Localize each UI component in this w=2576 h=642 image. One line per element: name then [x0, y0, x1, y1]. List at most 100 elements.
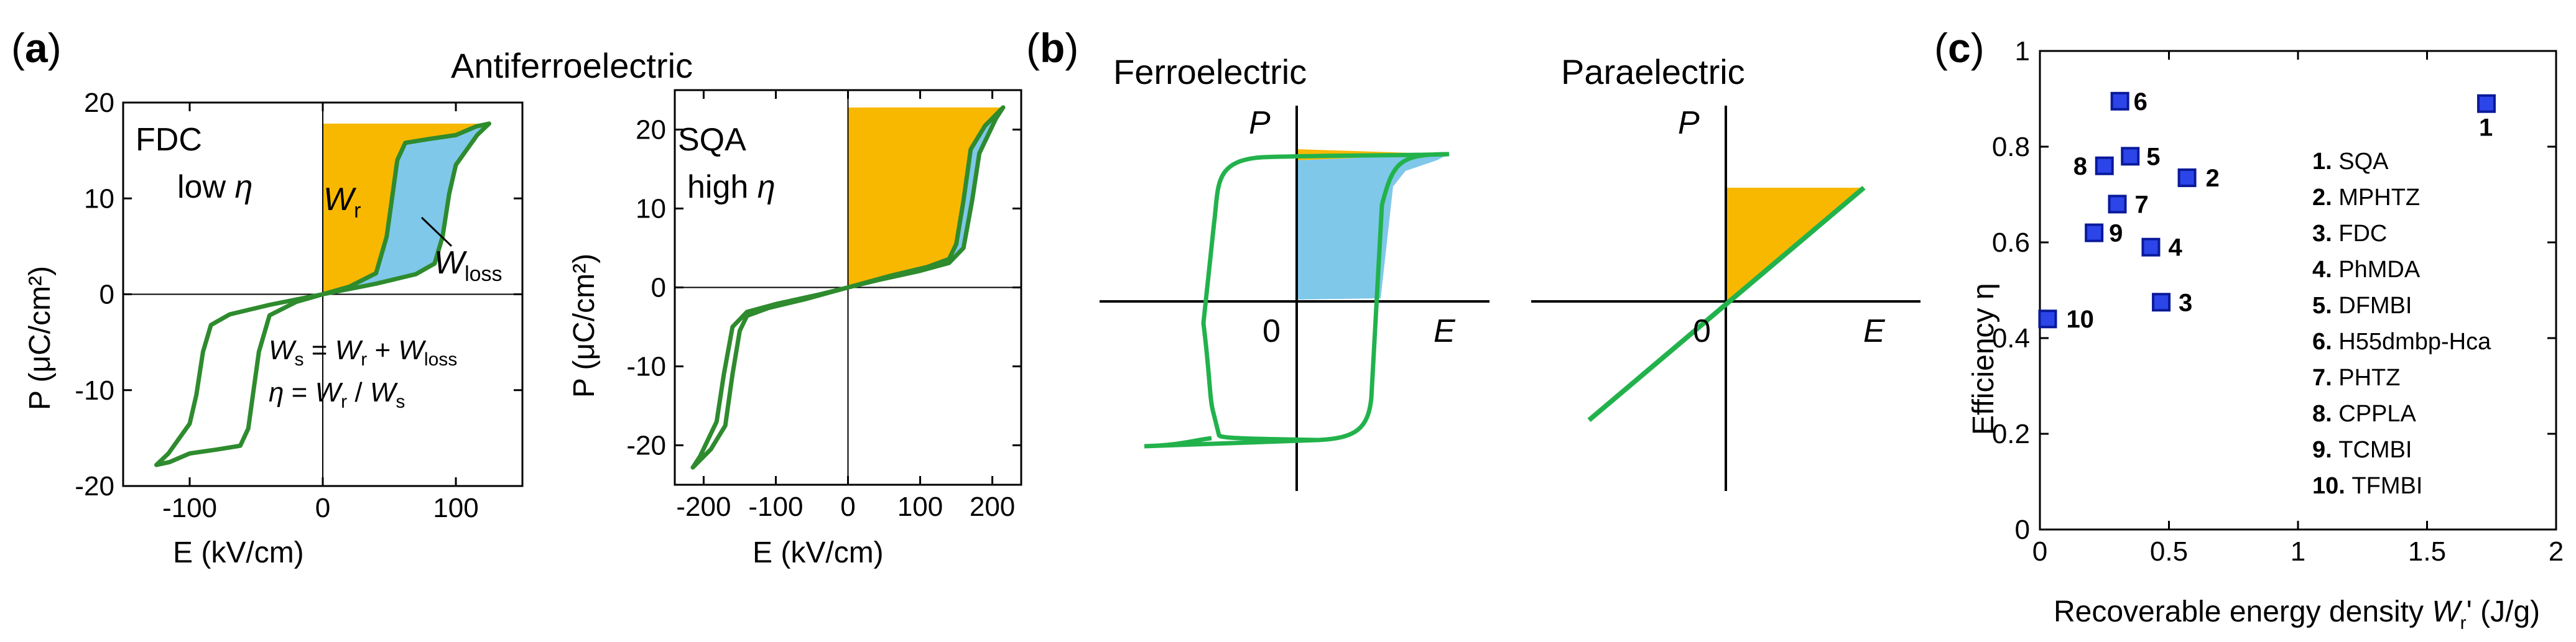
data-point	[2141, 237, 2161, 257]
x-tick-label: 1	[2291, 536, 2305, 567]
data-point	[2085, 223, 2104, 242]
ferroelectric-schematic: P E 0	[1100, 105, 1490, 491]
y-tick-label: -10	[75, 375, 114, 406]
legend-entry: 8. CPPLA	[2312, 401, 2417, 427]
data-point	[2095, 156, 2114, 175]
point-label: 1	[2479, 114, 2493, 142]
ferro-p-label: P	[1249, 105, 1271, 141]
x-tick-label: 100	[433, 493, 478, 523]
ferro-loss-area	[1297, 154, 1449, 300]
x-tick-label: 0	[2032, 536, 2047, 567]
y-tick-label: 10	[84, 183, 114, 214]
fdc-wloss-label: Wloss	[434, 245, 503, 286]
fdc-x-axis-label: E (kV/cm)	[173, 536, 304, 569]
legend-entry: 2. MPHTZ	[2312, 185, 2420, 211]
fdc-efficiency-equation: η = Wr / Ws	[269, 377, 405, 412]
sqa-y-axis-label: P (μC/cm²)	[568, 254, 601, 398]
y-tick-label: 0	[651, 273, 666, 303]
legend-entry: 1. SQA	[2312, 149, 2389, 175]
x-tick-label: 0	[840, 492, 855, 522]
legend-entry: 3. FDC	[2312, 221, 2387, 247]
scatter-x-axis-label: Recoverable energy density Wr' (J/g)	[2054, 595, 2540, 633]
y-tick-label: -20	[75, 471, 114, 502]
title-antiferroelectric: Antiferroelectric	[451, 46, 693, 85]
data-point	[2152, 293, 2171, 312]
data-point	[2121, 147, 2140, 166]
fdc-wr-label: Wr	[323, 181, 361, 222]
fdc-y-axis-label: P (μC/cm²)	[24, 266, 57, 410]
y-tick-label: 0	[2015, 515, 2030, 545]
x-tick-label: 2	[2549, 536, 2564, 567]
data-point	[2476, 94, 2496, 113]
x-tick-label: 0.5	[2150, 536, 2188, 567]
panel-label-c: (c)	[1934, 25, 1985, 71]
point-label: 7	[2135, 191, 2149, 218]
y-tick-label: 1	[2015, 36, 2030, 66]
scatter-points: 1 2 3 4 5 6 7 8 9 10	[2038, 88, 2496, 333]
legend-entry: 7. PHTZ	[2312, 365, 2400, 391]
scatter-legend: 1. SQA 2. MPHTZ 3. FDC 4. PhMDA 5. DFMBI 6. H…	[2312, 149, 2491, 499]
sqa-material-label: SQA	[678, 122, 746, 158]
y-tick-label: 0.2	[1992, 419, 2030, 449]
panel-label-a: (a)	[11, 25, 62, 71]
point-label: 10	[2066, 306, 2094, 333]
scatter-ticks: 0 0.5 1 1.5 2 0 0.2 0.4 0.6 0.8 1	[1992, 36, 2564, 567]
legend-entry: 5. DFMBI	[2312, 293, 2412, 319]
panel-label-b: (b)	[1026, 25, 1078, 71]
sqa-x-axis-label: E (kV/cm)	[753, 536, 884, 569]
title-paraelectric: Paraelectric	[1561, 52, 1745, 91]
y-tick-label: 20	[84, 88, 114, 118]
legend-entry: 4. PhMDA	[2312, 257, 2421, 283]
para-e-label: E	[1863, 313, 1886, 349]
legend-entry: 10. TFMBI	[2312, 473, 2422, 499]
point-label: 5	[2146, 143, 2160, 170]
x-tick-label: 0	[315, 493, 330, 523]
ferro-origin-label: 0	[1263, 313, 1281, 349]
point-label: 9	[2109, 220, 2123, 247]
data-point	[2177, 168, 2197, 188]
para-linear-response	[1587, 185, 1866, 423]
x-tick-label: 1.5	[2408, 536, 2446, 567]
point-label: 2	[2206, 165, 2220, 192]
ferro-e-label: E	[1434, 313, 1456, 349]
data-point	[2038, 310, 2057, 329]
x-tick-label: 100	[897, 492, 943, 522]
x-tick-label: -100	[748, 492, 803, 522]
data-point	[2108, 195, 2127, 214]
point-label: 6	[2134, 88, 2147, 116]
ferro-hysteresis-loop	[1144, 152, 1450, 449]
fdc-wloss-pointer	[420, 216, 453, 247]
fdc-eta-label: low η	[177, 169, 253, 205]
legend-entry: 9. TCMBI	[2312, 437, 2412, 463]
x-tick-label: -200	[676, 492, 731, 522]
point-label: 8	[2073, 153, 2087, 180]
point-label: 3	[2179, 289, 2192, 316]
y-tick-label: 10	[636, 194, 666, 224]
y-tick-label: -20	[626, 431, 666, 461]
y-tick-label: 0.8	[1992, 132, 2030, 162]
y-tick-label: 0.4	[1992, 323, 2030, 354]
x-tick-label: 200	[970, 492, 1015, 522]
sqa-hysteresis-loop	[690, 105, 1006, 470]
fdc-energy-equation: Ws = Wr + Wloss	[269, 335, 457, 370]
paraelectric-schematic: P E 0	[1531, 105, 1920, 491]
point-label: 4	[2168, 234, 2182, 262]
x-tick-label: -100	[162, 493, 217, 523]
legend-entry: 6. H55dmbp-Hca	[2312, 329, 2491, 355]
fdc-material-label: FDC	[136, 122, 202, 158]
fdc-hysteresis-loop	[154, 121, 491, 467]
efficiency-scatter-plot: 0 0.5 1 1.5 2 0 0.2 0.4 0.6 0.8 1 1 2 3 4 5 6 7 8 9 10 1. S…	[1967, 36, 2564, 633]
y-tick-label: -10	[626, 352, 666, 382]
data-point	[2110, 91, 2129, 111]
para-origin-label: 0	[1693, 313, 1711, 349]
fdc-loss-area	[323, 123, 489, 295]
sqa-eta-label: high η	[687, 169, 776, 205]
para-p-label: P	[1678, 105, 1700, 141]
y-tick-label: 0.6	[1992, 227, 2030, 258]
y-tick-label: 0	[100, 280, 114, 310]
